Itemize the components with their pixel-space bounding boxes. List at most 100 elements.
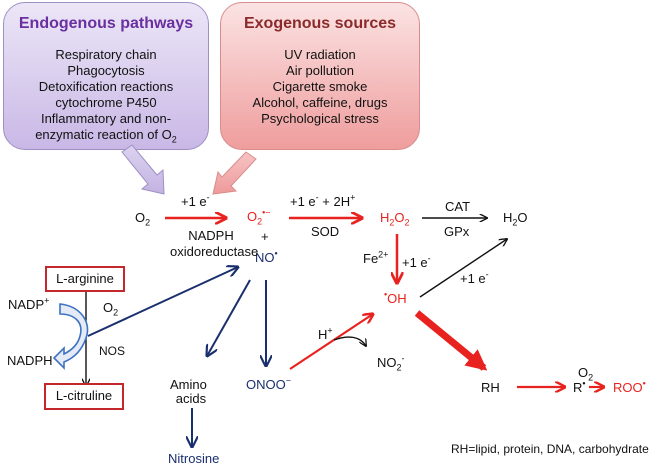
nadph-label: NADPH: [7, 353, 53, 368]
endogenous-item-text: enzymatic reaction of O: [35, 127, 172, 142]
l-citruline-box: L-citruline: [44, 383, 124, 410]
h2o-o: O: [517, 210, 528, 225]
h2o2-h: H: [380, 210, 390, 225]
sod-label: SOD: [311, 224, 340, 239]
h2o2-o: O: [394, 210, 405, 225]
exogenous-item: Psychological stress: [261, 111, 379, 126]
no-base: NO: [255, 250, 275, 265]
superscript: •: [274, 248, 278, 259]
step2-electron-proton-label: +1 e- + 2H+: [290, 192, 356, 209]
plus-label: +: [261, 229, 269, 244]
subscript: 2: [171, 134, 177, 145]
endogenous-item: Detoxification reactions: [38, 79, 174, 94]
electron-text: +1 e: [290, 194, 316, 209]
exogenous-item: Cigarette smoke: [272, 79, 368, 94]
o2-base: O: [135, 210, 146, 225]
o2-base: O: [103, 300, 114, 315]
h2o-h: H: [503, 210, 513, 225]
superscript: +: [327, 325, 333, 336]
nitric-oxide-label: NO•: [255, 248, 278, 265]
endogenous-item: cytochrome P450: [55, 95, 157, 110]
onoo-to-oh-arrow: [289, 314, 373, 370]
exogenous-sources-box: Exogenous sources UV radiation Air pollu…: [220, 2, 420, 150]
enzyme-line: NADPH: [188, 228, 234, 243]
endogenous-title: Endogenous pathways: [18, 15, 194, 32]
superscript: -: [427, 253, 431, 264]
h-plus-to-no2-arrow: [333, 336, 366, 346]
subscript: 2: [145, 217, 151, 228]
h2o-label: H2O: [503, 210, 528, 228]
nitrosine-label: Nitrosine: [168, 451, 220, 466]
subscript: 2: [404, 217, 410, 228]
oh-to-h2o-arrow: [419, 239, 507, 298]
nos-to-no-arrow: [87, 267, 238, 337]
endogenous-pathways-box: Endogenous pathways Respiratory chain Ph…: [3, 2, 209, 150]
superscript: -: [315, 192, 319, 203]
no-to-amino-acids-arrow: [207, 279, 251, 356]
gpx-label: GPx: [444, 224, 470, 239]
hydroxyl-radical-label: •OH: [384, 289, 407, 306]
r-base: R: [573, 380, 583, 395]
oh-to-rh-arrow: [414, 310, 488, 371]
amino-acids-line: Amino: [170, 377, 207, 392]
proton-text: + 2H: [318, 194, 351, 209]
nadp-curved-arrow: [52, 303, 89, 370]
endogenous-block-arrow: [121, 144, 165, 195]
rh-label: RH: [481, 380, 500, 395]
nadp-base: NADP: [8, 297, 45, 312]
endogenous-item: Respiratory chain: [55, 47, 157, 62]
onoo-base: ONOO: [246, 377, 286, 392]
superscript: •−: [262, 207, 271, 218]
superscript: •: [582, 378, 586, 389]
subscript: 2: [588, 372, 594, 383]
rh-legend: RH=lipid, protein, DNA, carbohydrate: [451, 442, 649, 456]
endogenous-item: enzymatic reaction of O2: [4, 127, 208, 145]
proton-label: H+: [318, 325, 333, 342]
superscript: +: [350, 192, 356, 203]
step1-electron-label: +1 e-: [181, 192, 210, 209]
endogenous-item: Inflammatory and non-: [40, 111, 172, 126]
electron-text: +1 e: [460, 271, 486, 286]
fe-base: Fe: [363, 251, 379, 266]
superscript: -: [401, 353, 405, 364]
subscript: 2: [257, 216, 263, 227]
superscript: -: [206, 192, 210, 203]
oh-base: OH: [387, 291, 407, 306]
exogenous-title: Exogenous sources: [243, 15, 397, 32]
nos-label: NOS: [99, 344, 126, 358]
superscript: •: [642, 378, 646, 389]
peroxynitrite-label: ONOO−: [246, 376, 291, 392]
superoxide-label: O2•−: [247, 207, 271, 227]
superscript: -: [485, 269, 489, 280]
subscript: 2: [113, 307, 119, 318]
exogenous-item: UV radiation: [284, 47, 356, 62]
oh-reduction-electron-label: +1 e-: [460, 269, 489, 286]
alkyl-radical-label: R•: [573, 378, 586, 395]
enzyme-line: oxidoreductase: [170, 244, 259, 259]
superoxide-base: O: [247, 209, 258, 224]
peroxyl-radical-label: ROO•: [613, 378, 646, 395]
lipid-oxygen-label: O2: [578, 365, 594, 383]
fenton-electron-label: +1 e-: [402, 253, 431, 270]
l-arginine-box: L-arginine: [45, 266, 125, 292]
h-base: H: [318, 327, 328, 342]
o2-label: O2: [135, 210, 151, 228]
cat-label: CAT: [445, 199, 471, 214]
amino-acids-line: acids: [175, 391, 207, 406]
nitrite-label: NO2-: [377, 353, 405, 373]
iron-label: Fe2+: [363, 249, 389, 266]
superscript: +: [44, 295, 50, 306]
subscript: 2: [389, 217, 395, 228]
electron-text: +1 e: [181, 194, 207, 209]
subscript: 2: [396, 362, 402, 373]
nos-oxygen-label: O2: [103, 300, 119, 318]
subscript: 2: [512, 217, 518, 228]
superscript: 2+: [378, 249, 389, 260]
nadp-plus-label: NADP+: [8, 295, 50, 312]
o2-base: O: [578, 365, 589, 380]
electron-text: +1 e: [402, 255, 428, 270]
superscript: •: [384, 289, 388, 300]
no2-base: NO: [377, 355, 397, 370]
